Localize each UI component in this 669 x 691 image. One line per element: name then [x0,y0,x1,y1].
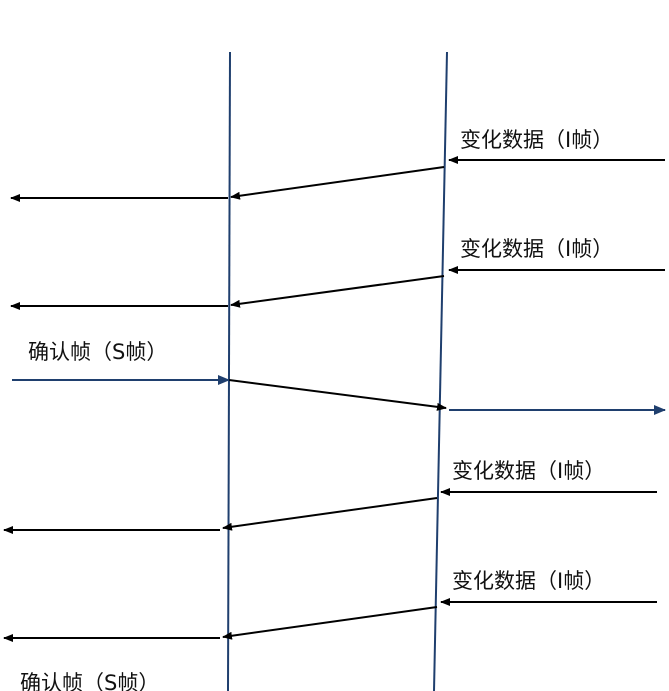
arrow-i2-cross [230,275,445,308]
label-i-frame-2: 变化数据（I帧） [460,237,614,261]
label-i-frame-1: 变化数据（I帧） [460,128,614,152]
timeline-right [433,51,448,691]
timeline-left [227,51,231,691]
label-s-frame-2: 确认帧（S帧） [20,671,160,691]
label-i-frame-4: 变化数据（I帧） [452,569,606,593]
label-i-frame-3: 变化数据（I帧） [452,459,606,483]
arrow-i3-cross [222,497,438,531]
label-s-frame-1: 确认帧（S帧） [28,340,168,364]
arrow-i1-cross [230,166,445,200]
arrow-s1-cross [228,379,447,411]
arrow-i4-cross [222,606,438,640]
